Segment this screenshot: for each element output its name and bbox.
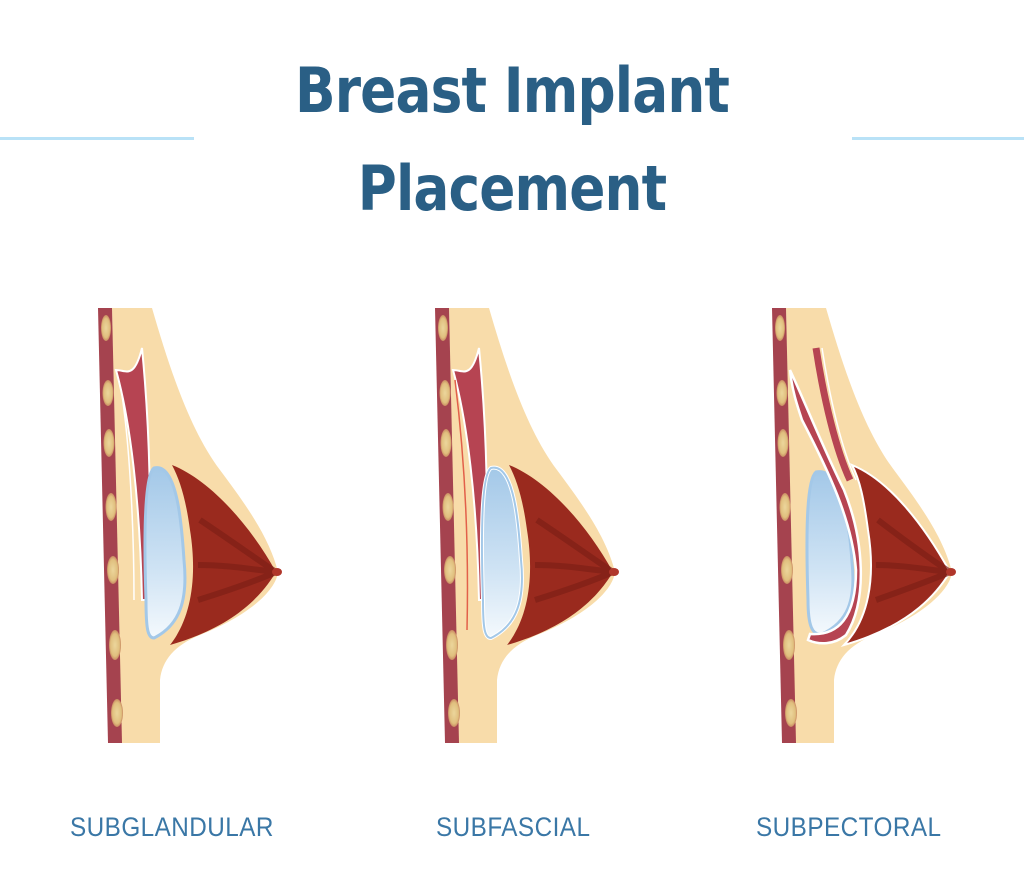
pectoral-muscle-over-implant <box>788 369 863 645</box>
decorative-rule-right <box>852 137 1024 140</box>
diagram-subglandular <box>90 300 290 750</box>
gland-lobes <box>197 517 278 603</box>
gland-lobes <box>874 517 952 603</box>
rib-bones <box>438 315 460 727</box>
nipple <box>946 568 956 576</box>
diagram-subpectoral <box>764 300 964 750</box>
nipple <box>272 568 282 576</box>
decorative-rule-left <box>0 137 194 140</box>
mammary-gland <box>840 463 952 647</box>
mammary-gland <box>170 465 276 645</box>
label-subglandular: SUBGLANDULAR <box>70 812 274 842</box>
pectoral-muscle-inner <box>121 394 135 601</box>
implant <box>143 466 187 640</box>
nipple <box>609 568 619 576</box>
label-subpectoral: SUBPECTORAL <box>756 812 942 842</box>
gland-lobes <box>534 517 615 603</box>
fascia-line <box>454 379 469 631</box>
pectoral-muscle-upper <box>812 347 854 482</box>
diagram-subfascial <box>427 300 627 750</box>
label-subfascial: SUBFASCIAL <box>436 812 591 842</box>
rib-bones <box>101 315 123 727</box>
mammary-gland <box>507 465 613 645</box>
page-title-line-1: Breast Implant <box>294 54 730 127</box>
page-title-line-2: Placement <box>357 152 667 225</box>
rib-bones <box>775 315 797 727</box>
